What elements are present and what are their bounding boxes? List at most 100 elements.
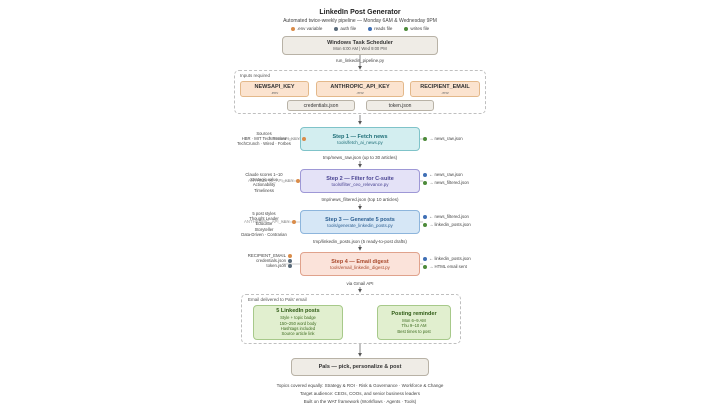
posting-reminder-box: Posting reminder Mon 6–9 AM Thu 9–10 AM … [377, 305, 451, 340]
step-4-input-token: token.json [234, 263, 292, 268]
legend-item-env: .env variable [290, 26, 322, 31]
final-action-label: Pals — pick, personalize & post [318, 364, 402, 370]
step-2-key-input: ANTHROPIC_API_KEY [248, 178, 300, 183]
step-2-write: → news_filtered.json [423, 180, 469, 185]
key-anthropic-name: ANTHROPIC_API_KEY [330, 83, 390, 90]
footer-audience: Target audience: CEOs, COOs, and senior … [299, 391, 421, 396]
file-credentials: credentials.json [287, 100, 355, 111]
env-dot-icon [295, 178, 300, 183]
inputs-group [234, 70, 486, 114]
writes-dot-icon [423, 180, 427, 185]
step-3-io: ← news_filtered.json → linkedin_posts.js… [423, 214, 471, 227]
step-4-input-label: RECIPIENT_EMAIL [247, 253, 286, 258]
step-3-box: Step 3 — Generate 5 posts tools/generate… [300, 210, 420, 234]
writes-dot-icon [423, 264, 427, 269]
step-3-key-input: ANTHROPIC_API_KEY [244, 219, 296, 224]
email-group-label: Email delivered to Pals' email [248, 297, 307, 302]
step-4-input-label: token.json [266, 263, 286, 269]
step-4-path: tools/email_linkedin_digest.py [330, 264, 390, 270]
step-2-key-label: ANTHROPIC_API_KEY [248, 178, 294, 183]
inputs-label: Inputs required [240, 73, 271, 78]
key-newsapi-name: NEWSAPI_KEY [254, 83, 295, 90]
step-3-output-file: tmp/linkedin_posts.json (5 ready-to-post… [313, 239, 407, 244]
posts-line: Style + topic badge [280, 315, 316, 321]
step-4-input-env: RECIPIENT_EMAIL [234, 253, 292, 258]
posts-title: 5 LinkedIn posts [276, 308, 320, 315]
step-4-box: Step 4 — Email digest tools/email_linked… [300, 252, 420, 276]
step-3-title: Step 3 — Generate 5 posts [325, 216, 395, 223]
reads-dot-icon [423, 256, 427, 261]
reads-dot-icon [423, 172, 427, 177]
page-subtitle: Automated twice-weekly pipeline — Monday… [283, 18, 437, 24]
step-2-criteria: Claude scores 1–10 Strategic value Actio… [232, 172, 296, 193]
auth-dot-icon [334, 26, 339, 31]
step-2-box: Step 2 — Filter for C-suite tools/filter… [300, 169, 420, 193]
step-4-inputs: RECIPIENT_EMAIL credentials.json token.j… [234, 253, 292, 269]
posts-line: 150–250 word body [279, 320, 317, 326]
file-token: token.json [366, 100, 434, 111]
step-1-key-label: NEWSAPI_KEY [269, 136, 300, 141]
step-1-output-label: → news_raw.json [429, 136, 463, 141]
key-newsapi: NEWSAPI_KEY .env [240, 81, 309, 97]
final-action-box: Pals — pick, personalize & post [291, 358, 429, 376]
step-3-write: → linkedin_posts.json [423, 222, 471, 227]
reads-dot-icon [423, 214, 427, 219]
step-2-left-line: Actionability [252, 182, 276, 188]
posts-line: Hashtags included [280, 326, 316, 331]
key-newsapi-src: .env [270, 89, 279, 95]
env-dot-icon [288, 253, 292, 258]
key-anthropic: ANTHROPIC_API_KEY .env [316, 81, 404, 97]
linkedin-posts-box: 5 LinkedIn posts Style + topic badge 150… [253, 305, 343, 340]
step-3-read: ← news_filtered.json [423, 214, 471, 219]
step-2-read: ← news_raw.json [423, 172, 469, 177]
step-4-io: ← linkedin_posts.json → HTML email sent [423, 256, 471, 269]
legend: .env variable auth file reads file write… [0, 26, 720, 31]
reminder-line: Mon 6–9 AM [402, 318, 426, 324]
reads-dot-icon [368, 26, 373, 31]
key-recipient: RECIPIENT_EMAIL .env [410, 81, 480, 97]
auth-dot-icon [288, 264, 292, 268]
task-scheduler-box: Windows Task Scheduler Mon 6:00 AM | Wed… [282, 36, 438, 55]
step-3-write-label: → linkedin_posts.json [429, 222, 471, 227]
step-4-input-label: credentials.json [256, 258, 286, 264]
step-1-left-line: Sources [256, 131, 272, 136]
footer-framework: Built on the WAT framework (Workflows · … [303, 399, 417, 404]
scheduler-title: Windows Task Scheduler [327, 40, 393, 46]
step-1-left-line: TechCrunch · Wired · Forbes [237, 141, 291, 147]
step-4-read: ← linkedin_posts.json [423, 256, 471, 261]
step-3-left-line: Educator [255, 221, 273, 227]
step-2-left-line: Claude scores 1–10 [245, 172, 283, 177]
key-anthropic-src: .env [356, 89, 364, 95]
key-recipient-src: .env [441, 89, 449, 95]
step-1-path: tools/fetch_ai_news.py [337, 139, 383, 145]
step-4-read-label: ← linkedin_posts.json [429, 256, 471, 261]
step-3-left-line: 5 post styles [252, 211, 276, 216]
step-4-title: Step 4 — Email digest [331, 258, 389, 265]
step-3-path: tools/generate_linkedin_posts.py [327, 222, 393, 228]
step-1-output-file: tmp/news_raw.json (up to 30 articles) [322, 155, 398, 160]
reminder-title: Posting reminder [391, 311, 437, 318]
env-dot-icon [290, 26, 295, 31]
email-group [241, 294, 461, 344]
footer-topics: Topics covered equally: Strategy & ROI ·… [276, 383, 444, 388]
legend-item-auth: auth file [334, 26, 356, 31]
step-3-left-line: Thought Leader [249, 216, 279, 222]
step-2-path: tools/filter_ceo_relevance.py [331, 181, 389, 187]
env-dot-icon [291, 219, 296, 224]
step-1-sources: Sources HBR · MIT Tech Review TechCrunch… [228, 131, 300, 147]
step-1-output: → news_raw.json [423, 136, 463, 141]
step-3-styles: 5 post styles Thought Leader Educator St… [230, 211, 298, 237]
page-title: LinkedIn Post Generator [319, 9, 401, 16]
step-1-key-input: NEWSAPI_KEY [269, 136, 306, 141]
step-1-left-line: HBR · MIT Tech Review [241, 136, 287, 142]
reminder-line: Best times to post [397, 328, 431, 334]
legend-item-reads: reads file [368, 26, 392, 31]
step-4-write: → HTML email sent [423, 264, 471, 269]
step-2-left-line: Strategic value [250, 177, 278, 183]
step-3-left-line: Data-Driven · Contrarian [241, 231, 287, 237]
writes-dot-icon [404, 26, 409, 31]
step-3-key-label: ANTHROPIC_API_KEY [244, 219, 290, 224]
writes-dot-icon [423, 222, 427, 227]
step-2-title: Step 2 — Filter for C-suite [326, 175, 394, 182]
step-4-input-credentials: credentials.json [234, 258, 292, 263]
